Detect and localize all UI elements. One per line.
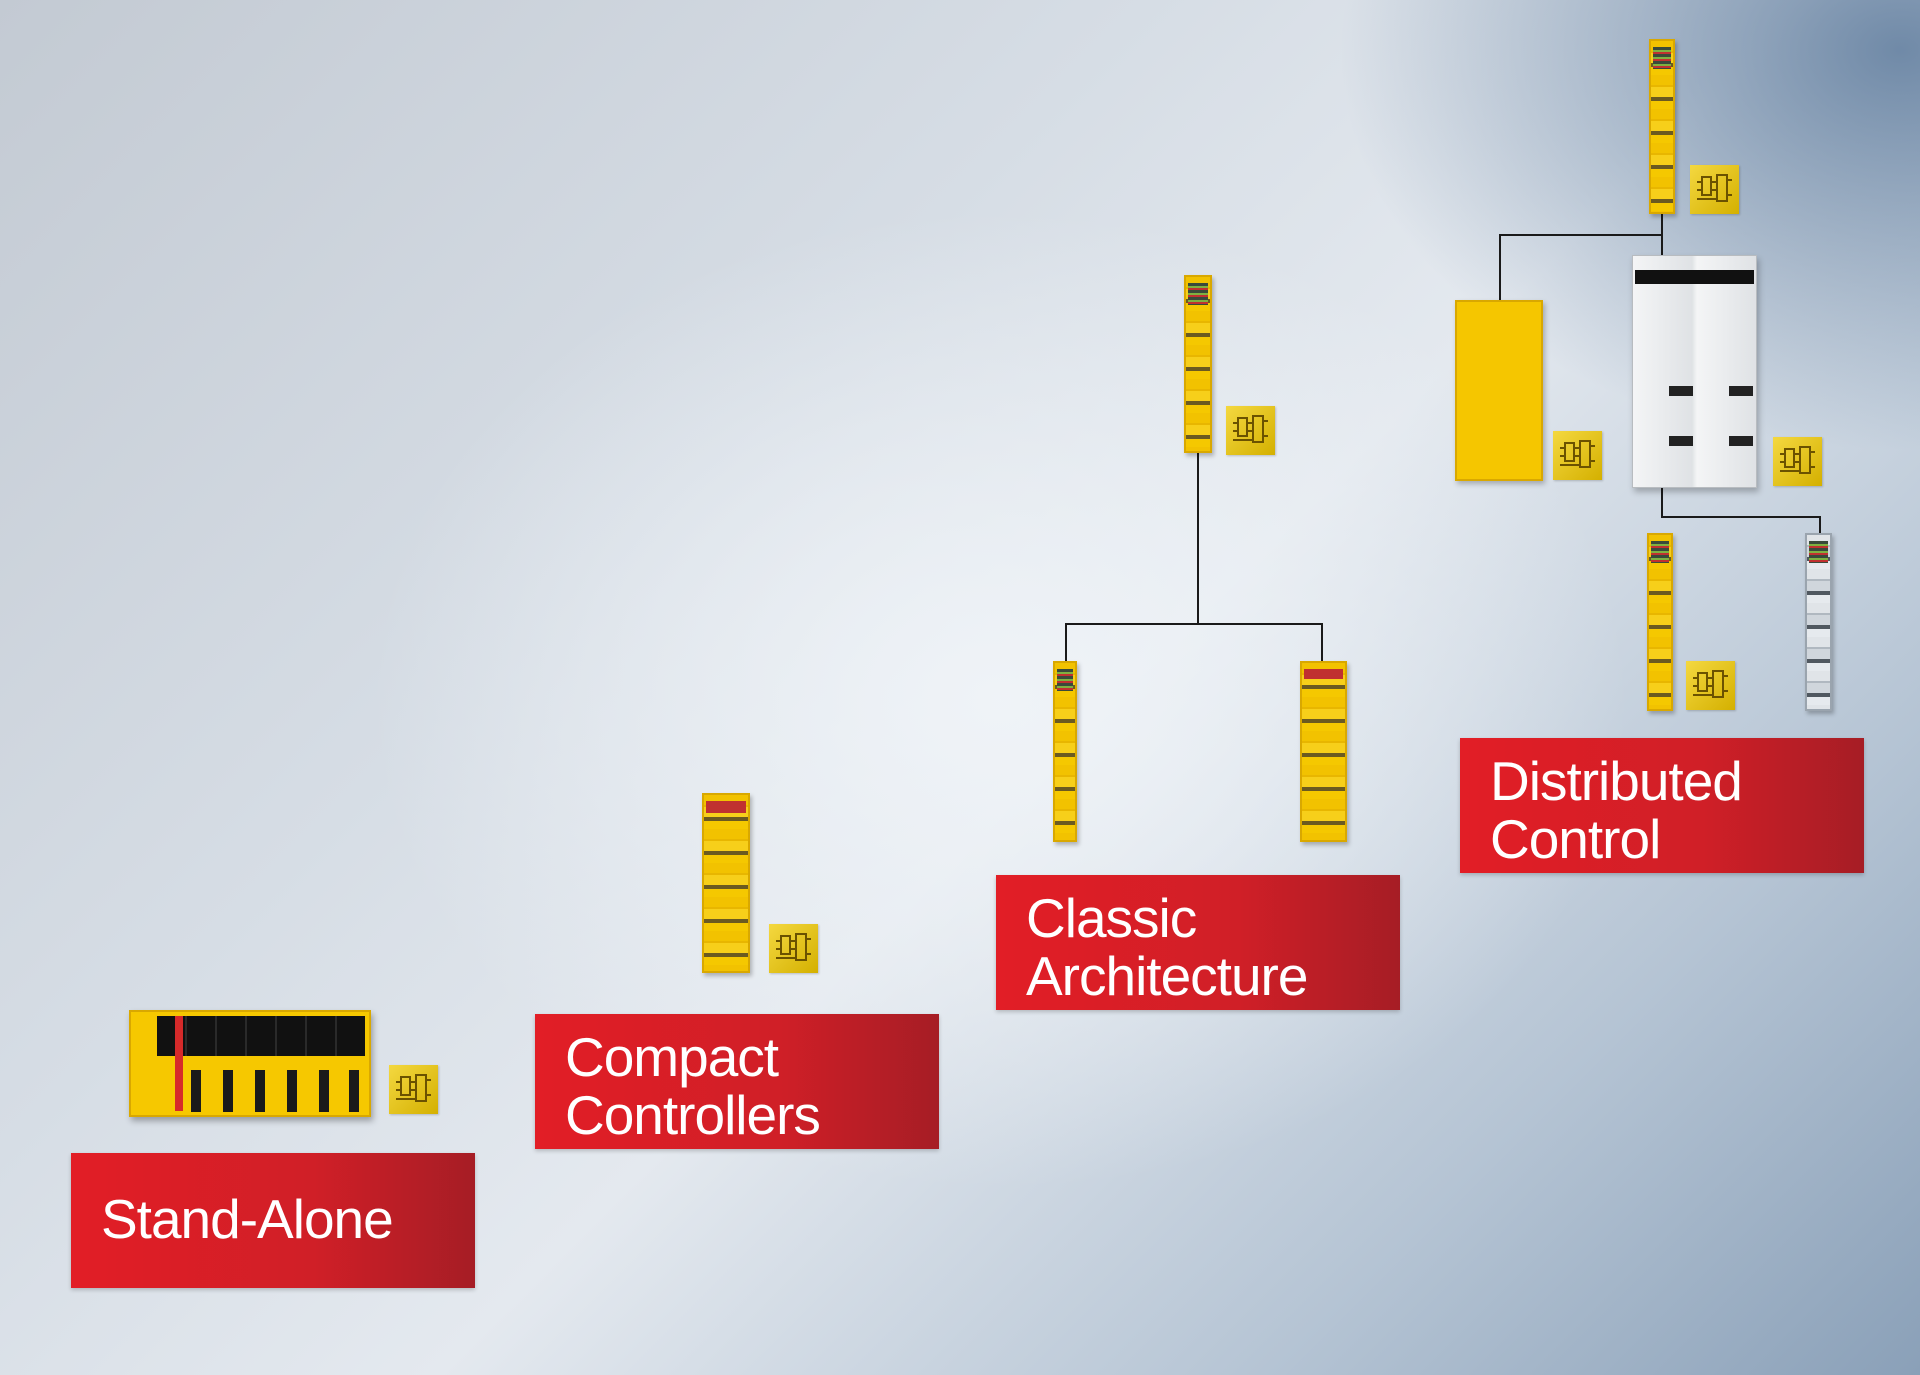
connector	[1669, 386, 1693, 396]
label-line: Controllers	[565, 1084, 821, 1146]
label-line: Distributed	[1490, 750, 1743, 812]
standalone-controller-device	[129, 1010, 371, 1117]
label-line: Architecture	[1026, 945, 1308, 1007]
logic-icon	[1226, 406, 1275, 455]
terminal	[287, 1070, 297, 1112]
red-strip	[175, 1016, 183, 1111]
connector	[1729, 436, 1753, 446]
label-line: Stand-Alone	[101, 1188, 394, 1250]
label-line: Classic	[1026, 887, 1197, 949]
connector-line	[1499, 234, 1663, 236]
drive-display	[1635, 270, 1754, 284]
terminal	[319, 1070, 329, 1112]
connector-line	[1321, 623, 1323, 663]
logic-icon	[389, 1065, 438, 1114]
connector-line	[1661, 516, 1821, 518]
connector	[1669, 436, 1693, 446]
safety-io-terminal	[1647, 533, 1673, 711]
connector-line	[1065, 623, 1323, 625]
logic-icon	[1690, 165, 1739, 214]
label-line: Compact	[565, 1026, 779, 1088]
connector-line	[1661, 487, 1663, 517]
logic-icon	[1686, 661, 1735, 710]
terminal	[255, 1070, 265, 1112]
terminal	[191, 1070, 201, 1112]
standard-io-terminal	[1805, 533, 1832, 711]
logic-icon	[769, 924, 818, 973]
terminal	[223, 1070, 233, 1112]
connector-line	[1499, 234, 1501, 300]
connector-line	[1065, 623, 1067, 663]
label-line: Control	[1490, 808, 1661, 870]
ip67-box-module	[1455, 300, 1543, 481]
logic-icon	[1773, 437, 1822, 486]
safety-io-terminal	[1053, 661, 1077, 842]
servo-drive-module	[1632, 255, 1757, 488]
tier-label-stand-alone: Stand-Alone	[71, 1153, 475, 1288]
connector	[1729, 386, 1753, 396]
safety-logic-terminal	[1184, 275, 1212, 453]
connector-line	[1197, 453, 1199, 625]
connector-line	[1819, 516, 1821, 536]
status-display	[157, 1016, 365, 1056]
safety-logic-terminal	[1649, 39, 1675, 214]
compact-controller-module	[702, 793, 750, 973]
logic-icon	[1553, 431, 1602, 480]
safety-io-terminal	[1300, 661, 1347, 842]
terminal	[349, 1070, 359, 1112]
